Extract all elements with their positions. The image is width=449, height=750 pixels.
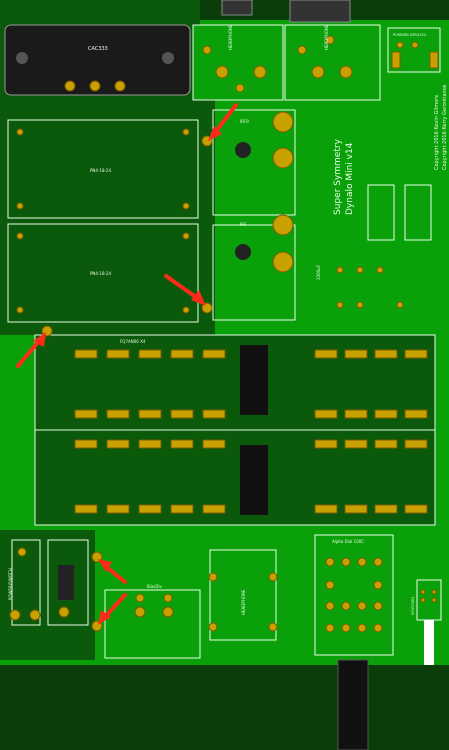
transformer-2: PN4-18-24 [7,223,199,323]
arrow-1 [208,103,238,141]
fet-pad [74,504,98,514]
arrow-3 [16,332,46,368]
power-input: POWER/SWITCH [8,539,89,626]
amp-section-top [34,334,436,431]
fet-pad [374,504,398,514]
bias-label: BiasDiv [147,584,163,589]
module-a [367,184,395,241]
switch-label: SPDT/SW1 [411,597,415,615]
bias-block: BiasDiv [104,584,201,659]
fet-pad [404,504,428,514]
fet-pad [314,439,338,449]
output-connector: Alpha Dial 100C [314,534,394,750]
fet-pad [202,409,226,419]
cap-column: 3300uF [316,264,404,309]
ic-top [240,345,268,415]
transformer-1: PN4-18-24 [7,119,199,219]
amp-section-bottom [34,429,436,526]
copyright-1: Copyright 2016 Kevin Gilmore [434,95,440,170]
fet-pad [202,504,226,514]
annotation-arrows [16,103,238,625]
header-puriden: PURIDEN ZSR012U [387,27,441,73]
fet-pad [106,439,130,449]
ic-bottom [240,445,268,515]
regulator-upper: IRF9 [212,109,296,216]
fet-pad [314,504,338,514]
fet-pad [138,439,162,449]
copyright-2: Copyright 2016 Kerry Gerontianos [442,84,448,170]
out-left-label: HEADPHONE [228,24,233,50]
rca-block: HEADPHONE [208,549,278,641]
reg-label-1: IRF9 [240,119,249,124]
regulator-lower: IRF [212,214,296,321]
fet-pad [170,439,194,449]
fet-pad [74,439,98,449]
fet-pad [170,409,194,419]
header-label: PURIDEN ZSR012U [393,33,427,37]
mount-pad-2 [201,302,213,314]
fet-pad [138,409,162,419]
fet-pad [344,504,368,514]
headphone-jack-right: HEADPHONE [284,24,381,101]
out-right-label: HEADPHONE [324,24,329,50]
reg-label-2: IRF [240,222,247,227]
fet-pad [404,349,428,359]
fet-pad [374,439,398,449]
fet-pad [374,409,398,419]
fet-pad [202,439,226,449]
rca-label: HEADPHONE [241,589,246,615]
fet-pad [404,409,428,419]
transformer1-label: PN4-18-24 [90,168,111,173]
power-label: POWER/SWITCH [8,568,13,600]
fet-pad [106,409,130,419]
fet-label-tl: FQ7AN06 X4 [120,339,146,344]
fet-pad-array [74,349,428,514]
fet-pad [344,349,368,359]
fet-pad [344,439,368,449]
fet-pad [404,439,428,449]
transformer2-label: PN4-18-24 [90,271,111,276]
headphone-jack-left: HEADPHONE [192,24,284,101]
output-label: Alpha Dial 100C [332,539,364,544]
fet-pad [170,349,194,359]
fet-pad [74,409,98,419]
fet-pad [344,409,368,419]
arrow-2 [164,274,206,306]
power-switch: SPDT/SW1 [411,579,442,665]
inductor-cac333: CAC333 [4,24,191,96]
fet-pad [170,504,194,514]
fet-pad [74,349,98,359]
fet-pad [314,409,338,419]
board-title-2: Dynalo Mini v14 [345,142,355,215]
module-b [404,184,432,241]
cap-label-1: 3300uF [316,264,321,280]
fet-pad [374,349,398,359]
fet-pad [106,349,130,359]
board-title-1: Super Symmetry [333,138,343,215]
fet-pad [314,349,338,359]
top-connector-left [221,0,253,16]
fet-pad [138,349,162,359]
inductor-label: CAC333 [88,46,108,52]
fet-pad [138,504,162,514]
fet-pad [106,504,130,514]
top-connector-right [289,0,351,23]
arrow-4 [98,559,127,584]
fet-pad [202,349,226,359]
arrow-5 [98,593,127,625]
